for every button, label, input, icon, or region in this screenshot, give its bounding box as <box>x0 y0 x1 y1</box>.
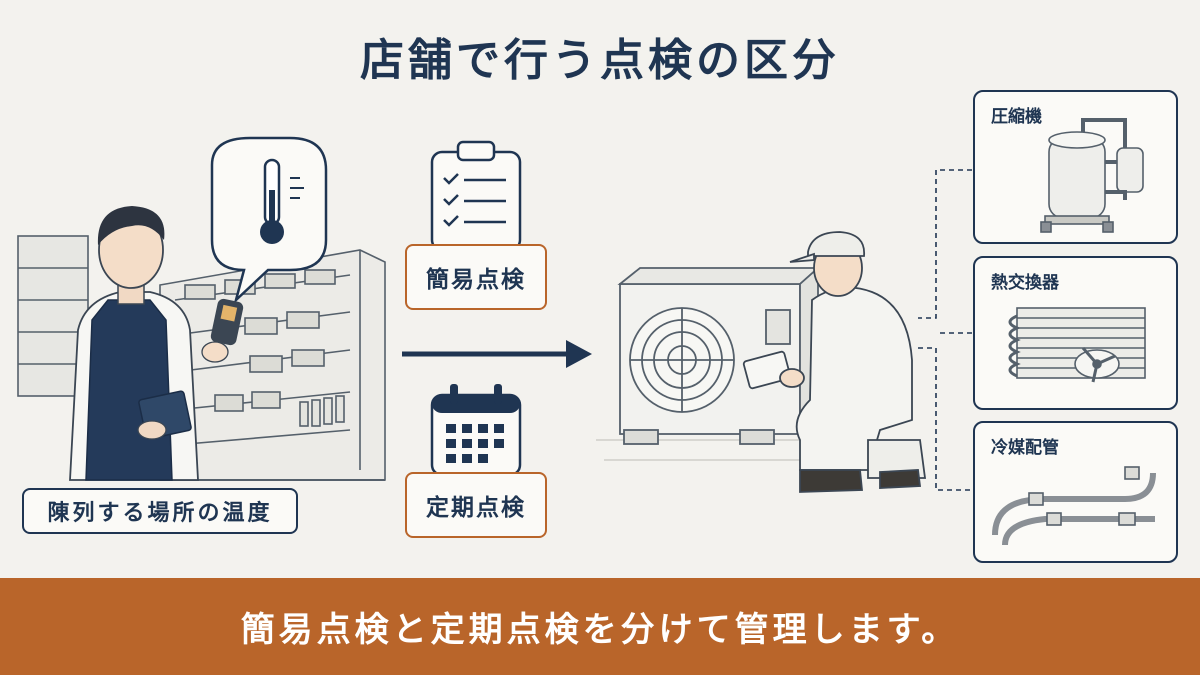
compressor-icon <box>1040 118 1144 233</box>
heat-exchanger-icon <box>1008 307 1146 383</box>
page-title: 店舗で行う点検の区分 <box>360 35 840 86</box>
compressor-card: 圧縮機 <box>973 90 1178 244</box>
clipboard-checklist-icon <box>430 140 522 252</box>
heat-exchanger-title: 熱交換器 <box>991 273 1059 293</box>
periodic-inspection-label: 定期点検 <box>405 472 547 538</box>
calendar-icon <box>430 384 522 477</box>
technician-illustration <box>742 231 927 493</box>
compressor-title: 圧縮機 <box>991 107 1042 127</box>
display-temperature-label: 陳列する場所の温度 <box>22 488 298 534</box>
refrigerant-pipe-icon <box>992 466 1156 546</box>
store-worker-illustration <box>69 206 244 481</box>
summary-text: 簡易点検と定期点検を分けて管理します。 <box>240 610 960 650</box>
flow-arrow <box>402 340 592 368</box>
heat-exchanger-card: 熱交換器 <box>973 256 1178 410</box>
simple-inspection-label: 簡易点検 <box>405 244 547 310</box>
component-connectors <box>918 169 972 491</box>
refrigerant-pipe-card: 冷媒配管 <box>973 421 1178 563</box>
refrigerant-pipe-title: 冷媒配管 <box>991 438 1059 458</box>
thermometer-bubble <box>210 136 328 304</box>
summary-banner: 簡易点検と定期点検を分けて管理します。 <box>0 578 1200 675</box>
